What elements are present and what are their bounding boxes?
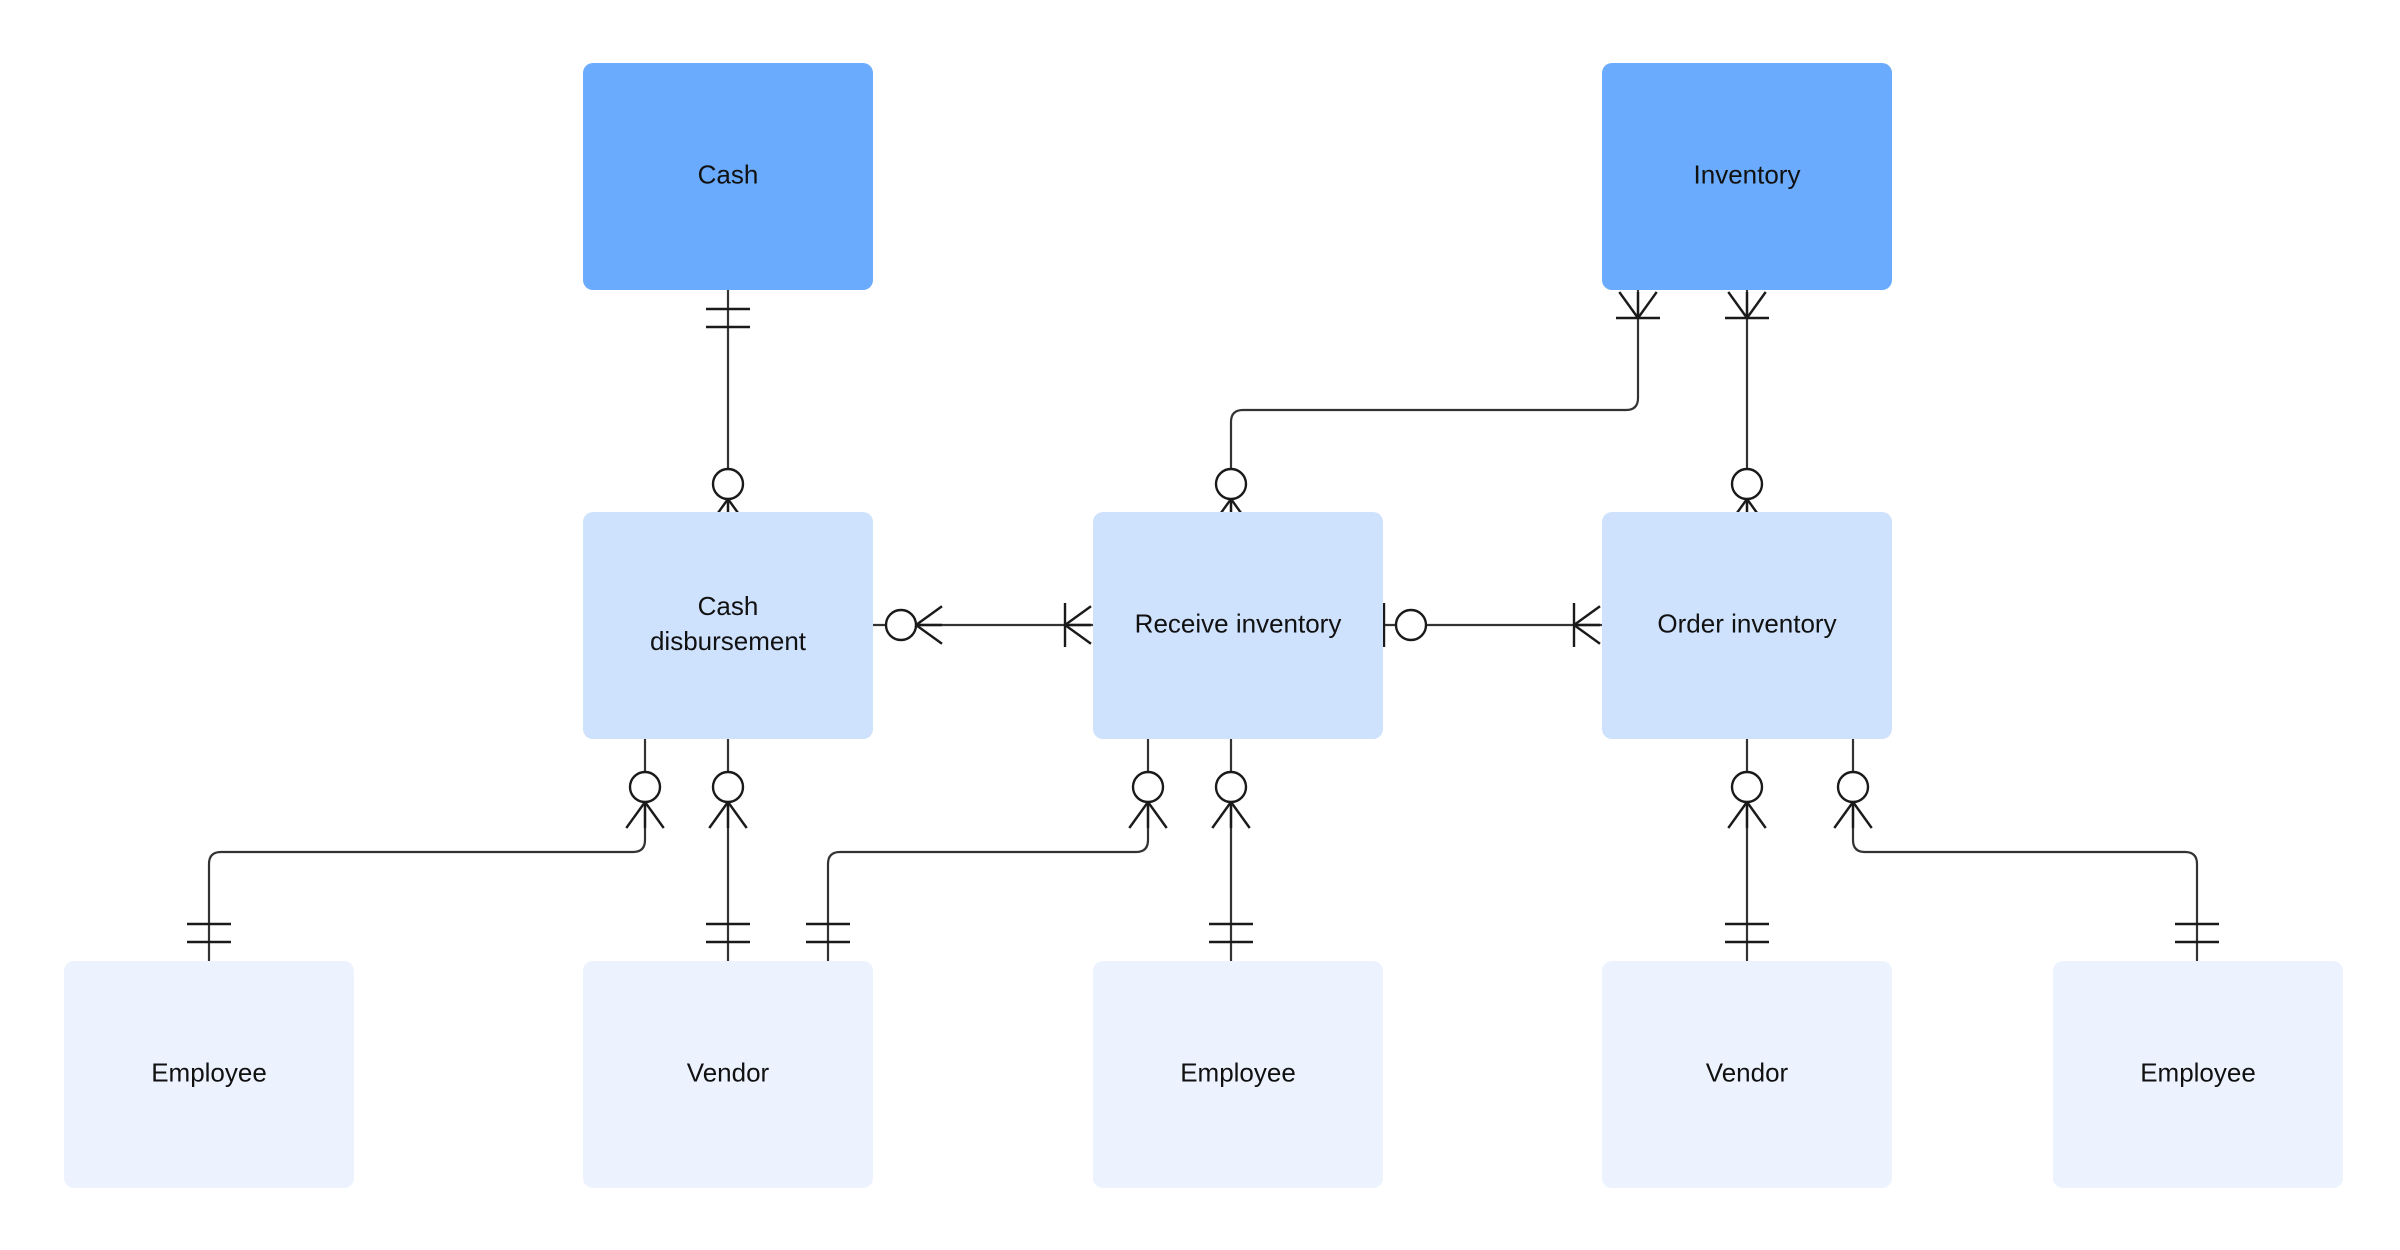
cardinality-one-or-many-target [1063, 603, 1092, 647]
node-box-agent[interactable] [64, 961, 354, 1188]
edge-cash-disbursement-to-employee-1[interactable] [207, 739, 647, 961]
edge-line[interactable] [826, 739, 1150, 961]
cardinality-markers-layer [187, 291, 2219, 944]
edge-line[interactable] [1229, 290, 1640, 512]
cardinality-one-and-only-one-target [1209, 922, 1253, 944]
node-box-resource[interactable] [1602, 63, 1892, 290]
node-cash[interactable]: Cash [583, 63, 873, 290]
node-box-agent[interactable] [1093, 961, 1383, 1188]
node-box-event[interactable] [1093, 512, 1383, 739]
edge-inventory-to-receive-inventory[interactable] [1229, 290, 1640, 512]
edge-line[interactable] [207, 739, 647, 961]
node-box-agent[interactable] [1602, 961, 1892, 1188]
node-receive-inv[interactable]: Receive inventory [1093, 512, 1383, 739]
cardinality-one-and-only-one-target [187, 922, 231, 944]
cardinality-zero-or-one-source [1382, 603, 1428, 647]
node-order-inv[interactable]: Order inventory [1602, 512, 1892, 739]
node-box-agent[interactable] [583, 961, 873, 1188]
node-employee-3[interactable]: Employee [2053, 961, 2343, 1188]
cardinality-zero-or-many-source [1833, 770, 1873, 829]
cardinality-zero-or-many-source [625, 770, 665, 829]
node-employee-2[interactable]: Employee [1093, 961, 1383, 1188]
cardinality-one-and-only-one-target [706, 922, 750, 944]
cardinality-one-and-only-one-target [1725, 922, 1769, 944]
edge-receive-inventory-to-vendor-1[interactable] [826, 739, 1150, 961]
cardinality-one-or-many-source [1725, 291, 1769, 320]
node-employee-1[interactable]: Employee [64, 961, 354, 1188]
cardinality-one-and-only-one-source [706, 307, 750, 329]
cardinality-zero-or-many-source [1727, 770, 1767, 829]
node-vendor-2[interactable]: Vendor [1602, 961, 1892, 1188]
cardinality-zero-or-many-source [708, 770, 748, 829]
node-vendor-1[interactable]: Vendor [583, 961, 873, 1188]
cardinality-zero-or-many-source [1211, 770, 1251, 829]
cardinality-one-and-only-one-target [806, 922, 850, 944]
node-box-agent[interactable] [2053, 961, 2343, 1188]
edge-line[interactable] [1851, 739, 2199, 961]
edge-order-inventory-to-employee-3[interactable] [1851, 739, 2199, 961]
cardinality-zero-or-many-source [1128, 770, 1168, 829]
cardinality-one-and-only-one-target [2175, 922, 2219, 944]
node-box-resource[interactable] [583, 63, 873, 290]
cardinality-one-or-many-target [1572, 603, 1601, 647]
cardinality-one-or-many-source [1616, 291, 1660, 320]
cardinality-zero-or-many-source [884, 605, 943, 645]
node-box-event[interactable] [583, 512, 873, 739]
node-inventory[interactable]: Inventory [1602, 63, 1892, 290]
node-box-event[interactable] [1602, 512, 1892, 739]
